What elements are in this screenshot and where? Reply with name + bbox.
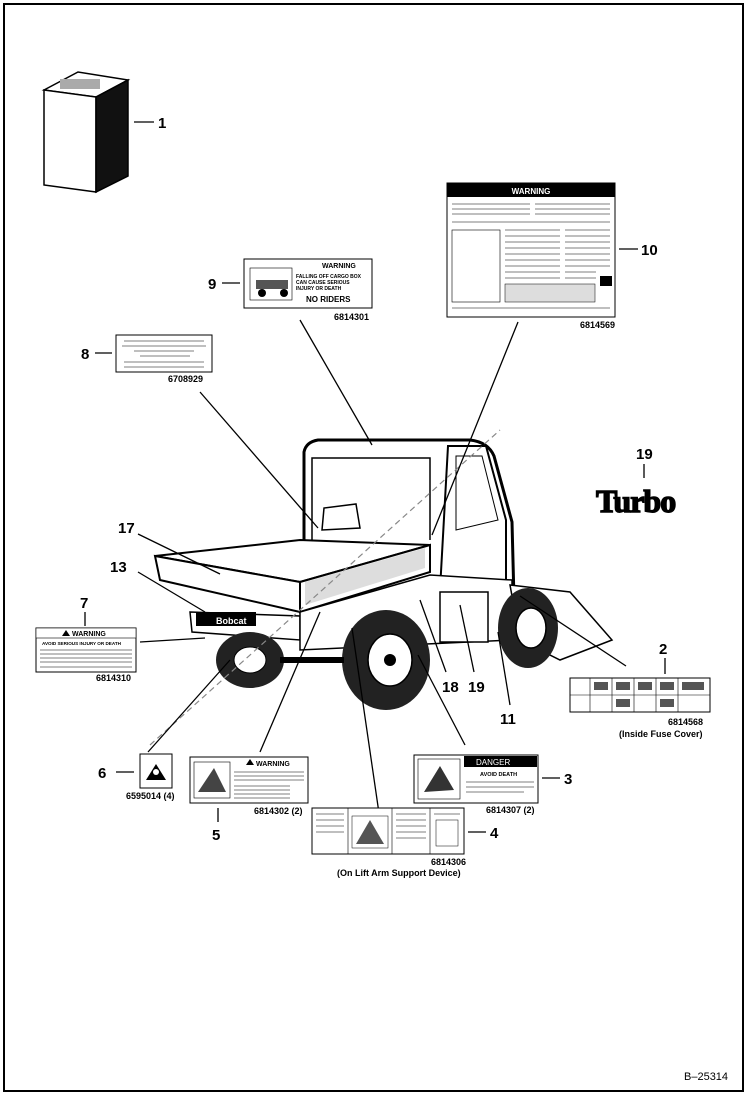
decal-7-header: WARNING <box>72 631 106 638</box>
decal-7-line1: AVOID SERIOUS INJURY OR DEATH <box>42 641 122 646</box>
decal-9-line3: INJURY OR DEATH <box>296 286 342 292</box>
decal-9-line2: CAN CAUSE SERIOUS <box>296 280 350 286</box>
decal-10-illustration <box>451 229 501 303</box>
callout-9: 9 <box>208 276 216 293</box>
decal-2 <box>569 677 711 713</box>
bobcat-logo: Bobcat <box>216 616 247 626</box>
decal-9-no-riders: NO RIDERS <box>306 295 351 304</box>
callout-17: 17 <box>118 520 135 537</box>
leader-18 <box>419 599 447 673</box>
decal-6 <box>139 753 173 789</box>
part-number-4: 6814306 <box>431 857 466 867</box>
leader-4-to-vehicle <box>351 627 381 821</box>
callout-3: 3 <box>564 771 572 788</box>
leader-9-to-vehicle <box>299 319 373 446</box>
leader-17 <box>137 533 221 575</box>
callout-6: 6 <box>98 765 106 782</box>
decal-5: WARNING <box>189 756 309 804</box>
part-number-3: 6814307 (2) <box>486 805 535 815</box>
decal-7: WARNING AVOID SERIOUS INJURY OR DEATH <box>35 627 137 673</box>
callout-5: 5 <box>212 827 220 844</box>
page-border <box>3 3 744 1092</box>
part-number-6: 6595014 (4) <box>126 791 175 801</box>
callout-1: 1 <box>158 115 166 132</box>
leader-5-to-vehicle <box>259 611 321 753</box>
decal-3-line1: AVOID DEATH <box>480 772 517 778</box>
part-number-9: 6814301 <box>334 312 369 322</box>
callout-4: 4 <box>490 825 499 842</box>
turbo-decal: Turbo <box>596 483 675 519</box>
decal-10-header: WARNING <box>512 187 551 196</box>
note-2: (Inside Fuse Cover) <box>619 729 703 739</box>
callout-19-vehicle: 19 <box>468 679 485 696</box>
callout-13: 13 <box>110 559 127 576</box>
note-4: (On Lift Arm Support Device) <box>337 868 461 878</box>
part-number-2: 6814568 <box>668 717 703 727</box>
part-number-10: 6814569 <box>580 320 615 330</box>
callout-10: 10 <box>641 242 658 259</box>
decal-9-line1: FALLING OFF CARGO BOX <box>296 274 362 280</box>
decal-8 <box>115 334 213 373</box>
decal-9-pictogram <box>249 267 293 301</box>
leader-8-to-vehicle <box>199 391 319 529</box>
leader-11 <box>497 631 511 706</box>
decal-9-header: WARNING <box>322 263 356 270</box>
decal-3-header: DANGER <box>476 758 510 767</box>
decal-10-text-lines <box>452 203 610 309</box>
callout-7: 7 <box>80 595 88 612</box>
leader-6-to-vehicle <box>147 659 231 753</box>
part-number-7: 6814310 <box>96 673 131 683</box>
leader-19-vehicle <box>459 604 475 673</box>
leader-3-to-vehicle <box>417 654 466 746</box>
callout-19-top: 19 <box>636 446 653 463</box>
callout-18: 18 <box>442 679 459 696</box>
decal-5-header: WARNING <box>256 761 290 768</box>
decal-3: DANGER AVOID DEATH <box>413 754 539 804</box>
leader-10-to-vehicle <box>431 321 519 536</box>
callout-11: 11 <box>500 711 516 728</box>
leader-7-to-vehicle <box>139 637 206 643</box>
utility-vehicle-illustration: Bobcat <box>149 429 614 746</box>
part-number-5: 6814302 (2) <box>254 806 303 816</box>
leader-13 <box>137 571 206 613</box>
decal-9: WARNING FALLING OFF CARGO BOX CAN CAUSE … <box>243 258 373 309</box>
callout-2: 2 <box>659 641 667 658</box>
decal-kit-box <box>41 71 131 194</box>
part-number-8: 6708929 <box>168 374 203 384</box>
leader-2-to-vehicle <box>519 595 627 667</box>
callout-8: 8 <box>81 346 89 363</box>
figure-id: B–25314 <box>684 1071 728 1083</box>
decal-4 <box>311 807 465 855</box>
decal-10: WARNING <box>446 182 616 318</box>
